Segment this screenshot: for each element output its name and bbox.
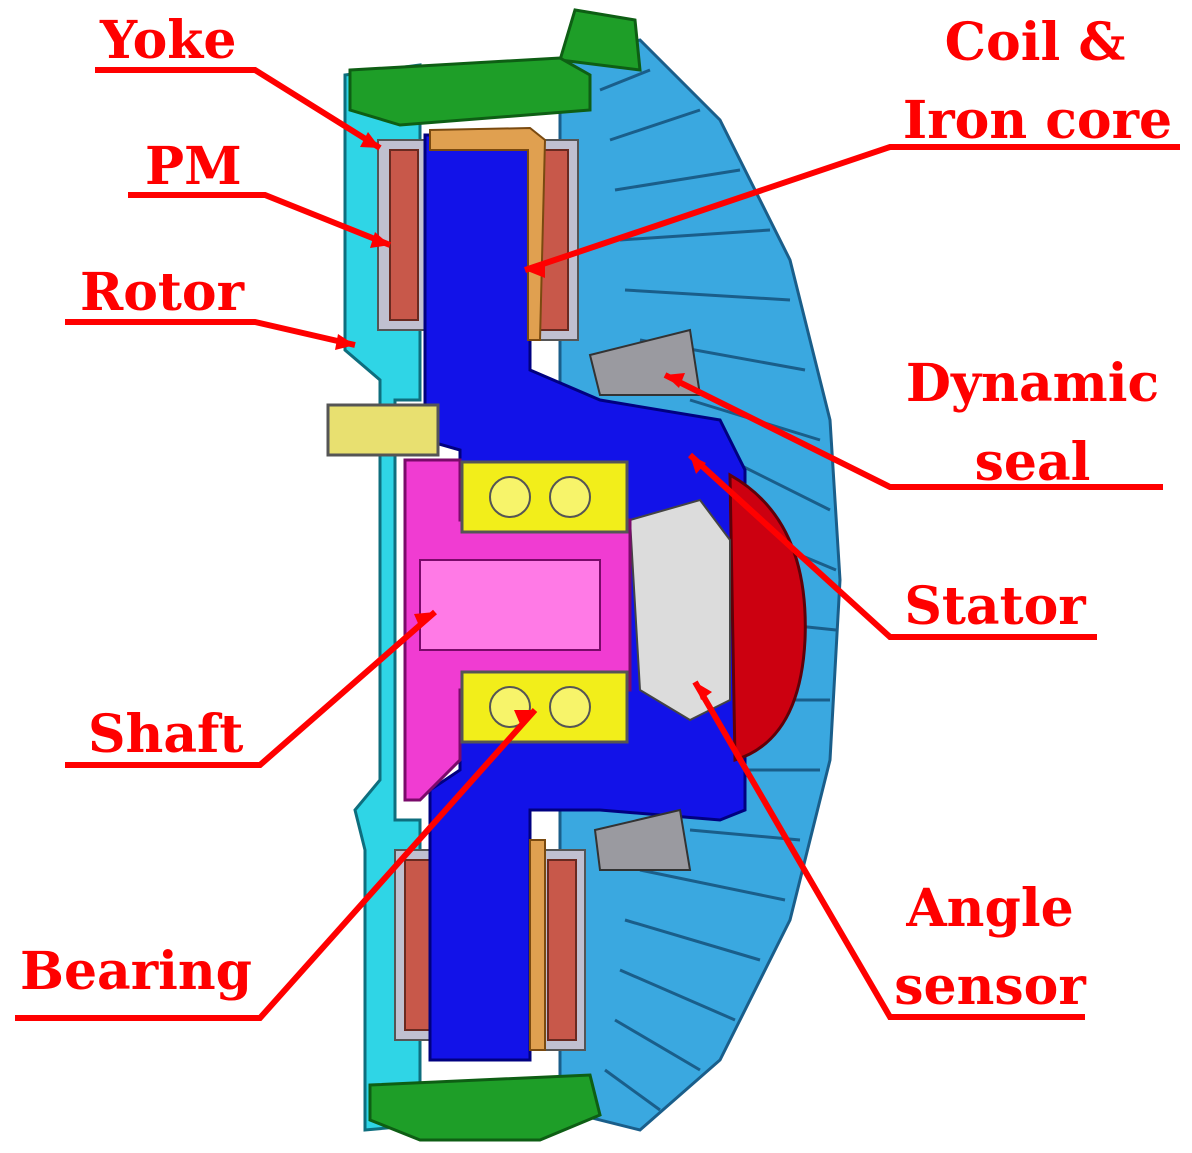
iron-core-upper <box>429 126 547 341</box>
label-pm: PM <box>145 136 242 197</box>
iron-core-lower <box>529 839 546 1051</box>
label-coil-line1: Coil & <box>944 12 1126 73</box>
label-stator: Stator <box>904 576 1086 637</box>
yoke-bottom <box>368 1073 602 1142</box>
label-rotor: Rotor <box>80 262 244 323</box>
coil-winding-lower <box>547 859 577 1041</box>
rotor-pin <box>326 403 440 457</box>
mounting-bracket <box>558 8 642 72</box>
angle-sensor-body <box>628 498 731 722</box>
label-coil-line2: Iron core <box>902 90 1173 151</box>
dynamic-seal-lower <box>593 808 692 871</box>
label-seal-line2: seal <box>974 432 1091 493</box>
label-yoke: Yoke <box>100 10 237 71</box>
bearing-upper <box>460 460 629 534</box>
label-angle-line1: Angle <box>906 878 1074 939</box>
label-seal-line1: Dynamic <box>905 353 1160 414</box>
leader-arrowheads <box>335 132 712 724</box>
yoke-top <box>348 56 592 127</box>
label-shaft: Shaft <box>88 704 244 765</box>
pm-magnet-upper <box>389 149 419 321</box>
bearing-lower <box>460 670 629 744</box>
label-angle-line2: sensor <box>894 956 1086 1017</box>
leader-lines <box>15 67 1180 1021</box>
label-bearing: Bearing <box>20 941 253 1002</box>
